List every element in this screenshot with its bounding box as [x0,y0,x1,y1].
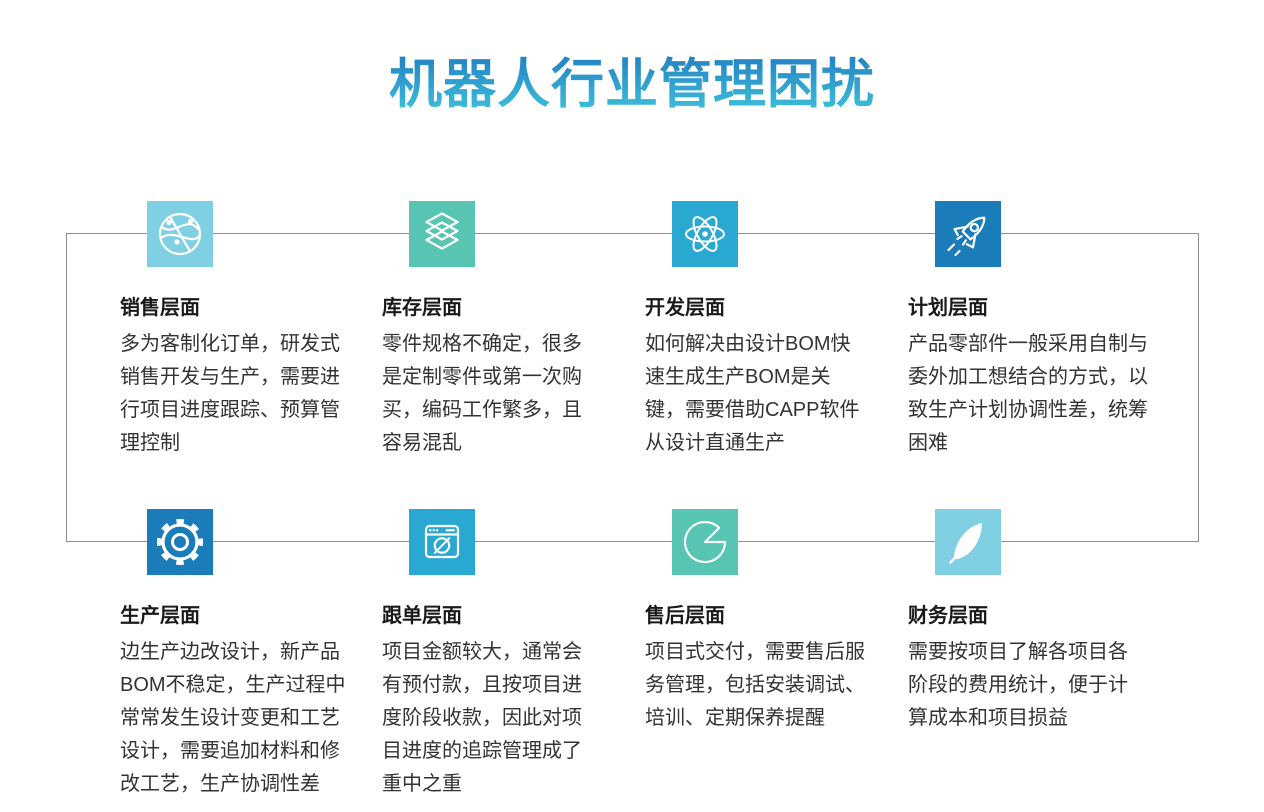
section-description: 需要按项目了解各项目各阶段的费用统计，便于计算成本和项目损益 [908,641,1128,729]
section-title: 财务层面 [908,605,988,627]
section-production: 生产层面 边生产边改设计，新产品BOM不稳定，生产过程中常常发生设计变更和工艺设… [120,509,353,801]
section-description: 产品零部件一般采用自制与委外加工想结合的方式，以致生产计划协调性差，统筹困难 [908,333,1148,454]
connector-frame [66,233,1199,542]
section-sales: 销售层面 多为客制化订单，研发式销售开发与生产，需要进行项目进度跟踪、预算管理控… [120,201,353,460]
section-title: 库存层面 [382,297,462,319]
section-description: 零件规格不确定，很多是定制零件或第一次购买，编码工作繁多，且容易混乱 [382,333,582,454]
section-title: 售后层面 [645,605,725,627]
section-development: 开发层面 如何解决由设计BOM快速生成生产BOM是关键，需要借助CAPP软件从设… [645,201,869,460]
section-description: 如何解决由设计BOM快速生成生产BOM是关键，需要借助CAPP软件从设计直通生产 [645,333,860,454]
atom-icon [685,216,725,252]
section-description: 项目金额较大，通常会有预付款，且按项目进度阶段收款，因此对项目进度的追踪管理成了… [382,641,582,795]
icon-tile [409,509,475,575]
section-title: 销售层面 [120,297,200,319]
layers-icon [425,212,459,250]
rocket-icon [947,216,986,257]
section-title: 跟单层面 [382,605,462,627]
section-finance: 财务层面 需要按项目了解各项目各阶段的费用统计，便于计算成本和项目损益 [908,509,1141,735]
section-description: 项目式交付，需要售后服务管理，包括安装调试、培训、定期保养提醒 [645,641,865,729]
gear-icon [157,519,203,565]
feather-icon [949,523,982,564]
icon-tile [147,509,213,575]
pie-chart-icon [683,520,727,564]
section-description: 多为客制化订单，研发式销售开发与生产，需要进行项目进度跟踪、预算管理控制 [120,333,340,454]
icon-tile [672,201,738,267]
globe-network-icon [158,212,202,256]
icon-tile [935,509,1001,575]
section-description: 边生产边改设计，新产品BOM不稳定，生产过程中常常发生设计变更和工艺设计，需要追… [120,641,346,795]
section-planning: 计划层面 产品零部件一般采用自制与委外加工想结合的方式，以致生产计划协调性差，统… [908,201,1150,460]
section-title: 生产层面 [120,605,200,627]
section-title: 计划层面 [908,297,988,319]
section-inventory: 库存层面 零件规格不确定，很多是定制零件或第一次购买，编码工作繁多，且容易混乱 [382,201,593,460]
section-order-tracking: 跟单层面 项目金额较大，通常会有预付款，且按项目进度阶段收款，因此对项目进度的追… [382,509,593,801]
section-after-sales: 售后层面 项目式交付，需要售后服务管理，包括安装调试、培训、定期保养提醒 [645,509,869,735]
page-title: 机器人行业管理困扰 [0,42,1264,118]
section-title: 开发层面 [645,297,725,319]
icon-tile [935,201,1001,267]
icon-tile [147,201,213,267]
icon-tile [672,509,738,575]
browser-compass-icon [424,524,460,559]
icon-tile [409,201,475,267]
